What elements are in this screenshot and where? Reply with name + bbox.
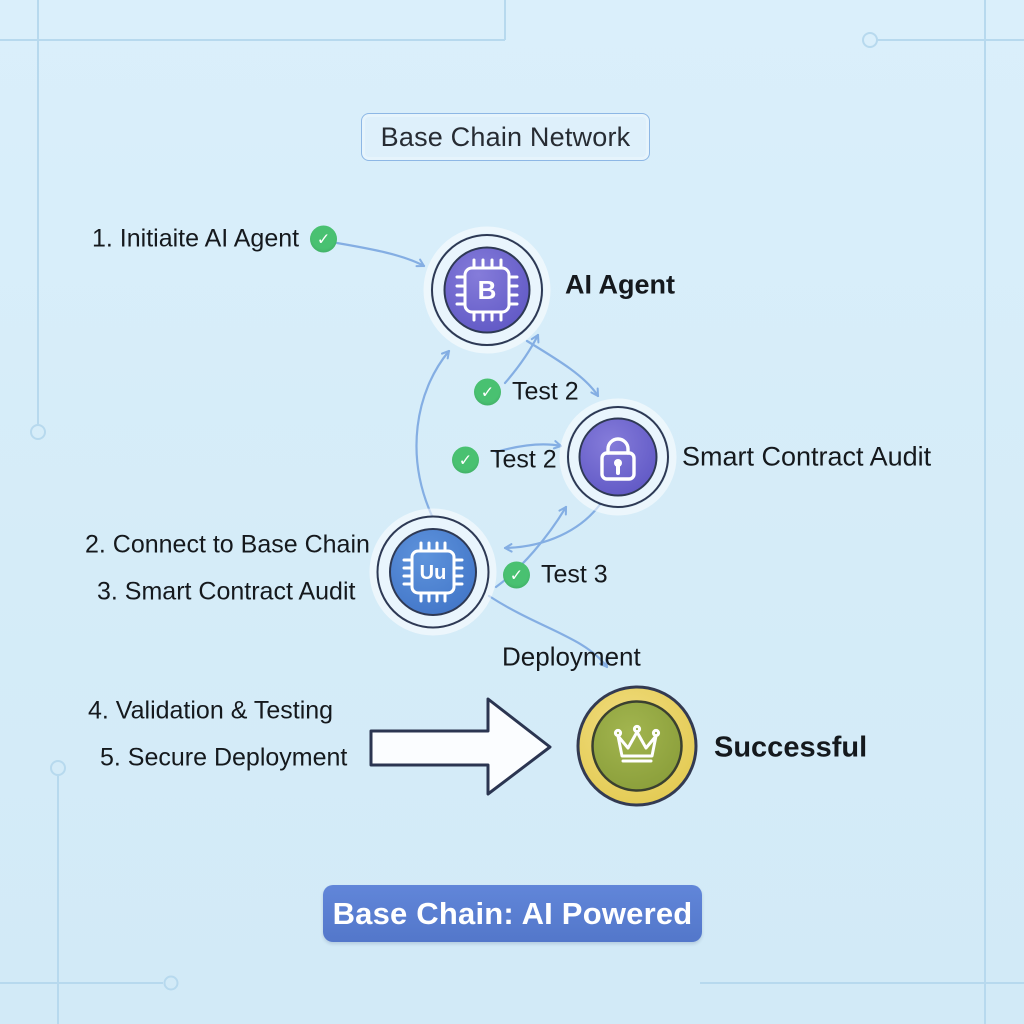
step-label: 1. Initiaite AI Agent <box>92 224 300 253</box>
smart-contract-audit-label: Smart Contract Audit <box>682 441 932 472</box>
arrow-ai-to-audit <box>525 339 600 398</box>
checkpoint-label: Test 2 <box>512 377 579 406</box>
coin-inner-circle <box>591 700 683 792</box>
arrow-test2a-to-ai <box>503 333 540 385</box>
crown-icon <box>613 724 661 763</box>
step-item-3: 3. Smart Contract Audit <box>97 577 356 606</box>
trace-node-circle <box>862 32 878 48</box>
arrow-audit-to-basechain <box>503 501 603 553</box>
trace-node-circle <box>163 975 179 991</box>
checkpoint-test2-lower: ✓ Test 2 <box>452 446 557 475</box>
node-base-chain-processor: Uu <box>369 508 497 636</box>
step-item-1: 1. Initiaite AI Agent ✓ <box>92 224 338 254</box>
check-icon: ✓ <box>310 225 338 253</box>
lock-icon <box>600 437 636 481</box>
checkpoint-test2-upper: ✓ Test 2 <box>474 378 579 407</box>
footer-banner-label: Base Chain: AI Powered <box>332 895 693 931</box>
arrow-test2b-to-audit <box>494 440 563 454</box>
arrow-step1-to-ai <box>335 241 426 268</box>
chip-u-icon: Uu <box>402 541 464 603</box>
block-arrow <box>369 697 552 796</box>
checkpoint-test3: ✓ Test 3 <box>503 561 608 590</box>
checkpoint-label: Test 2 <box>490 445 557 474</box>
deployment-label: Deployment <box>502 641 641 672</box>
chip-letter: Uu <box>420 562 447 584</box>
successful-label: Successful <box>714 731 868 764</box>
node-inner-circle <box>443 246 531 334</box>
node-inner-circle <box>578 417 658 497</box>
node-inner-circle <box>389 528 477 616</box>
node-successful-coin <box>576 685 698 807</box>
footer-banner: Base Chain: AI Powered <box>323 885 702 942</box>
step-item-2: 2. Connect to Base Chain <box>85 530 370 559</box>
chip-b-icon: B <box>455 258 519 322</box>
step-item-4: 4. Validation & Testing <box>88 696 334 725</box>
ai-agent-label: AI Agent <box>565 269 675 300</box>
node-smart-contract-audit <box>559 398 677 516</box>
check-icon: ✓ <box>503 561 530 589</box>
check-icon: ✓ <box>452 446 479 474</box>
step-item-5: 5. Secure Deployment <box>100 743 348 772</box>
chip-letter: B <box>478 275 497 305</box>
arrow-basechain-to-ai <box>415 349 451 518</box>
title-label: Base Chain Network <box>380 121 631 152</box>
check-icon: ✓ <box>474 378 501 406</box>
connector-arrows <box>335 241 609 669</box>
title-box: Base Chain Network <box>361 113 650 161</box>
trace-node-circle <box>50 760 66 776</box>
node-ai-agent: B <box>423 226 551 354</box>
checkpoint-label: Test 3 <box>541 560 608 589</box>
trace-node-circle <box>30 424 46 440</box>
arrow-deployment-to-coin <box>487 594 609 669</box>
